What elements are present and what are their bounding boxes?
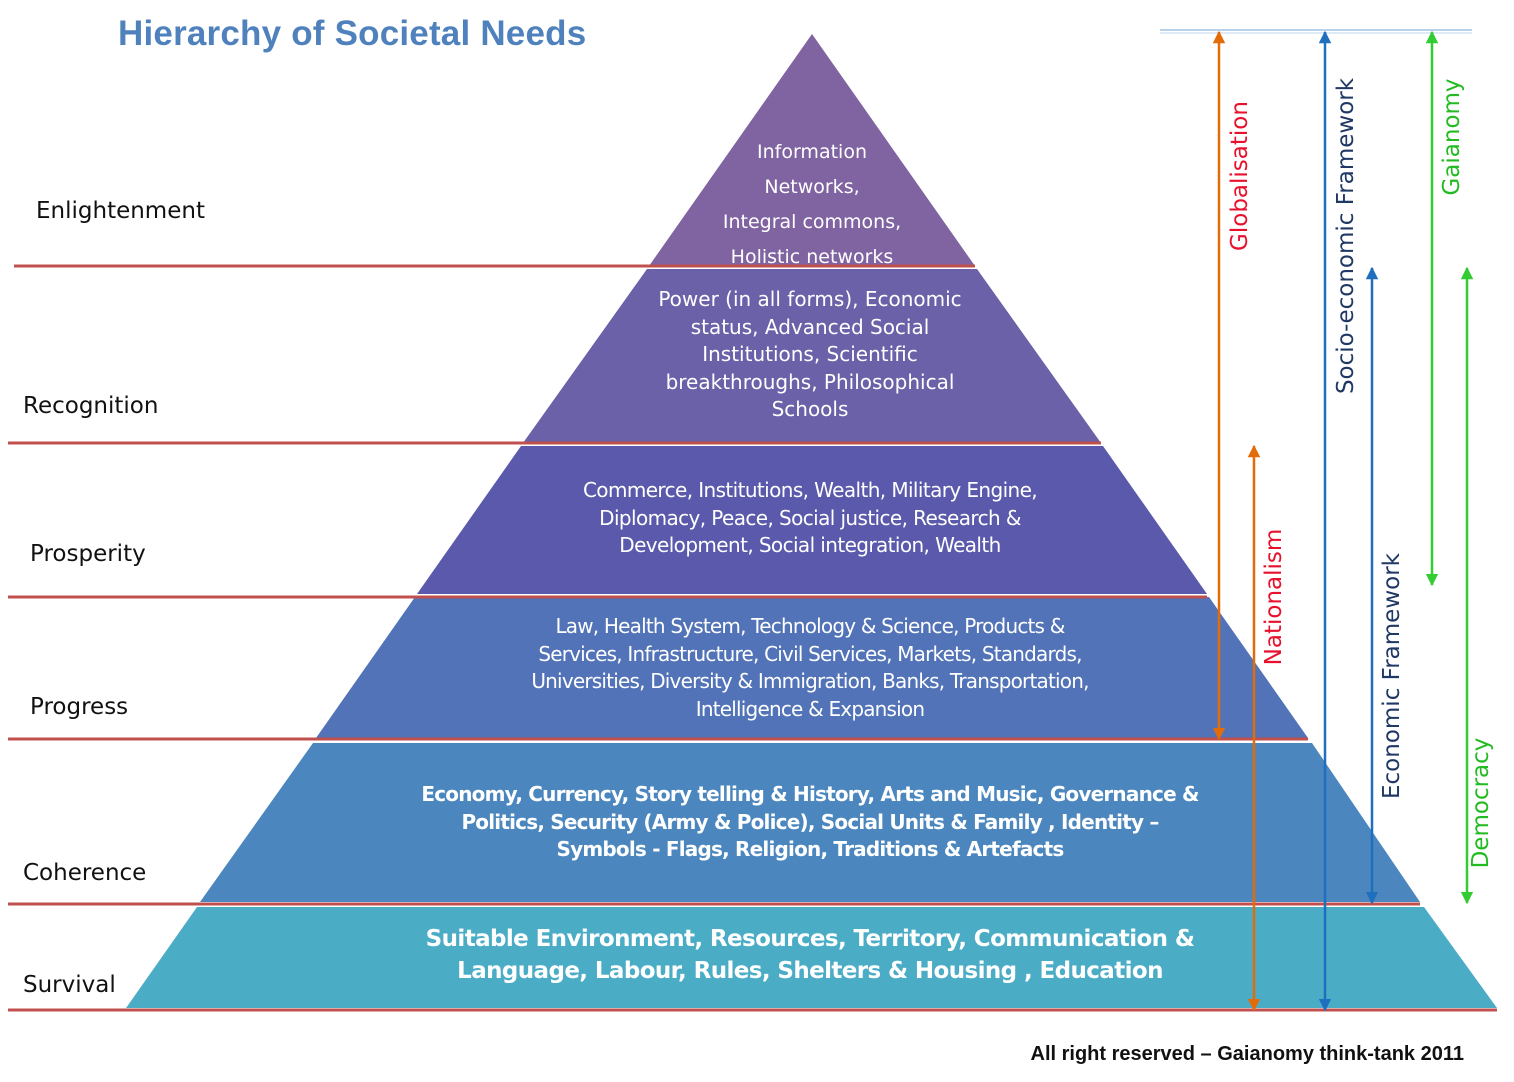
gaianomy-label: Gaianomy: [1439, 78, 1465, 196]
economic-framework-label: Economic Framework: [1379, 553, 1405, 799]
tier-text-line: Universities, Diversity & Immigration, B…: [531, 669, 1089, 693]
level-label-recognition: Recognition: [23, 393, 159, 419]
tier-recognition: [523, 269, 1101, 443]
tier-text-line: Language, Labour, Rules, Shelters & Hous…: [457, 958, 1163, 984]
tier-text-enlightenment: Information Networks, Integral commons, …: [682, 135, 942, 275]
tier-text-line: Symbols - Flags, Religion, Traditions & …: [556, 837, 1065, 861]
tier-text-survival: Suitable Environment, Resources, Territo…: [360, 923, 1260, 987]
nationalism-label: Nationalism: [1261, 528, 1287, 666]
level-label-survival: Survival: [23, 972, 116, 998]
tier-text-line: Institutions, Scientific: [702, 342, 918, 366]
tier-text-line: Commerce, Institutions, Wealth, Military…: [582, 478, 1038, 502]
tier-text-line: status, Advanced Social: [690, 314, 930, 339]
copyright-footer: All right reserved – Gaianomy think-tank…: [1030, 1043, 1465, 1065]
tier-text-line: Suitable Environment, Resources, Territo…: [425, 926, 1195, 952]
tier-text-line: Power (in all forms), Economic: [658, 287, 962, 311]
level-label-enlightenment: Enlightenment: [36, 198, 205, 224]
tier-text-line: Holistic networks: [730, 246, 894, 268]
tier-text-line: Integral commons,: [722, 211, 902, 233]
tier-text-line: Information: [757, 141, 867, 163]
tier-prosperity: [417, 446, 1207, 594]
socio-economic-framework-label: Socio-economic Framework: [1333, 77, 1359, 395]
globalisation-label: Globalisation: [1227, 101, 1253, 251]
level-label-coherence: Coherence: [23, 860, 147, 886]
tier-survival: [126, 907, 1497, 1008]
democracy-label: Democracy: [1468, 737, 1494, 869]
page-title: Hierarchy of Societal Needs: [118, 14, 587, 53]
tier-text-coherence: Economy, Currency, Story telling & Histo…: [360, 781, 1260, 864]
tier-text-line: Diplomacy, Peace, Social justice, Resear…: [599, 505, 1021, 530]
tier-enlightenment: [649, 34, 975, 266]
level-label-progress: Progress: [30, 694, 129, 720]
tier-text-line: Services, Infrastructure, Civil Services…: [538, 641, 1082, 666]
level-label-prosperity: Prosperity: [30, 541, 146, 567]
tier-text-recognition: Power (in all forms), Economic status, A…: [610, 286, 1010, 424]
tier-text-line: Politics, Security (Army & Police), Soci…: [461, 809, 1159, 834]
tier-text-line: Schools: [771, 397, 849, 421]
tier-text-line: Networks,: [764, 176, 860, 198]
tier-progress: [316, 597, 1308, 738]
tier-text-line: Intelligence & Expansion: [695, 696, 925, 721]
tier-text-line: Economy, Currency, Story telling & Histo…: [421, 782, 1199, 806]
tier-text-line: Law, Health System, Technology & Science…: [555, 614, 1065, 638]
tier-text-progress: Law, Health System, Technology & Science…: [440, 613, 1180, 723]
tier-text-prosperity: Commerce, Institutions, Wealth, Military…: [500, 477, 1120, 560]
tier-text-line: Development, Social integration, Wealth: [619, 533, 1001, 557]
tier-text-line: breakthroughs, Philosophical: [665, 369, 955, 394]
tier-coherence: [200, 743, 1420, 902]
